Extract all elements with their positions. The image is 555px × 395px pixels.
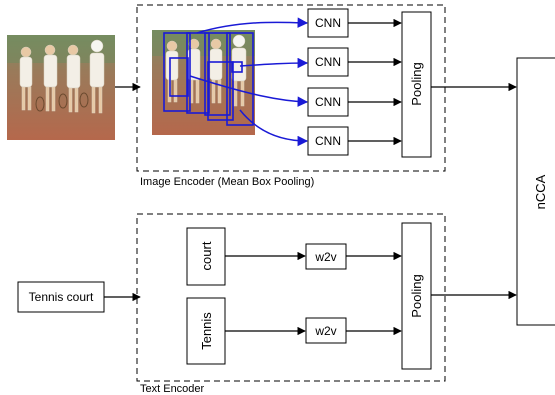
cnn-label-3: CNN: [315, 95, 341, 109]
w2v-label-2: w2v: [314, 324, 336, 338]
w2v-box-2: w2v: [305, 317, 347, 344]
word-to-w2v-arrows: [225, 251, 306, 336]
image-encoder-frame: [136, 4, 446, 172]
box-to-cnn-arrows: [189, 17, 309, 147]
ncca-box: nCCA: [516, 57, 555, 326]
cnn-box-2: CNN: [307, 47, 349, 77]
cnn-label-1: CNN: [315, 16, 341, 30]
text-input-box: Tennis court: [17, 281, 105, 313]
text-encoder-caption: Text Encoder: [140, 383, 205, 395]
image-encoder-caption: Image Encoder (Mean Box Pooling): [140, 176, 314, 188]
word-label-tennis: Tennis: [199, 312, 214, 350]
w2v-label-1: w2v: [314, 250, 336, 264]
text-pooling-box: Pooling: [401, 222, 432, 370]
cnn-label-4: CNN: [315, 134, 341, 148]
word-box-tennis: Tennis: [186, 297, 226, 365]
cnn-box-3: CNN: [307, 87, 349, 117]
input-photo: [7, 35, 115, 140]
w2v-box-1: w2v: [305, 243, 347, 270]
text-encoder-frame: [136, 213, 446, 382]
encoder-photo: [152, 30, 255, 135]
cnn-to-pooling-arrows: [348, 18, 402, 146]
cnn-box-1: CNN: [307, 8, 349, 38]
word-box-court: court: [186, 227, 226, 286]
cnn-label-2: CNN: [315, 55, 341, 69]
ncca-label: nCCA: [533, 174, 548, 209]
w2v-to-pooling-arrows: [346, 251, 402, 336]
image-pooling-box: Pooling: [401, 11, 432, 158]
image-pooling-label: Pooling: [409, 62, 424, 105]
cnn-box-4: CNN: [307, 126, 349, 156]
text-pooling-label: Pooling: [409, 274, 424, 317]
text-input-label: Tennis court: [29, 290, 94, 304]
word-label-court: court: [199, 241, 214, 270]
